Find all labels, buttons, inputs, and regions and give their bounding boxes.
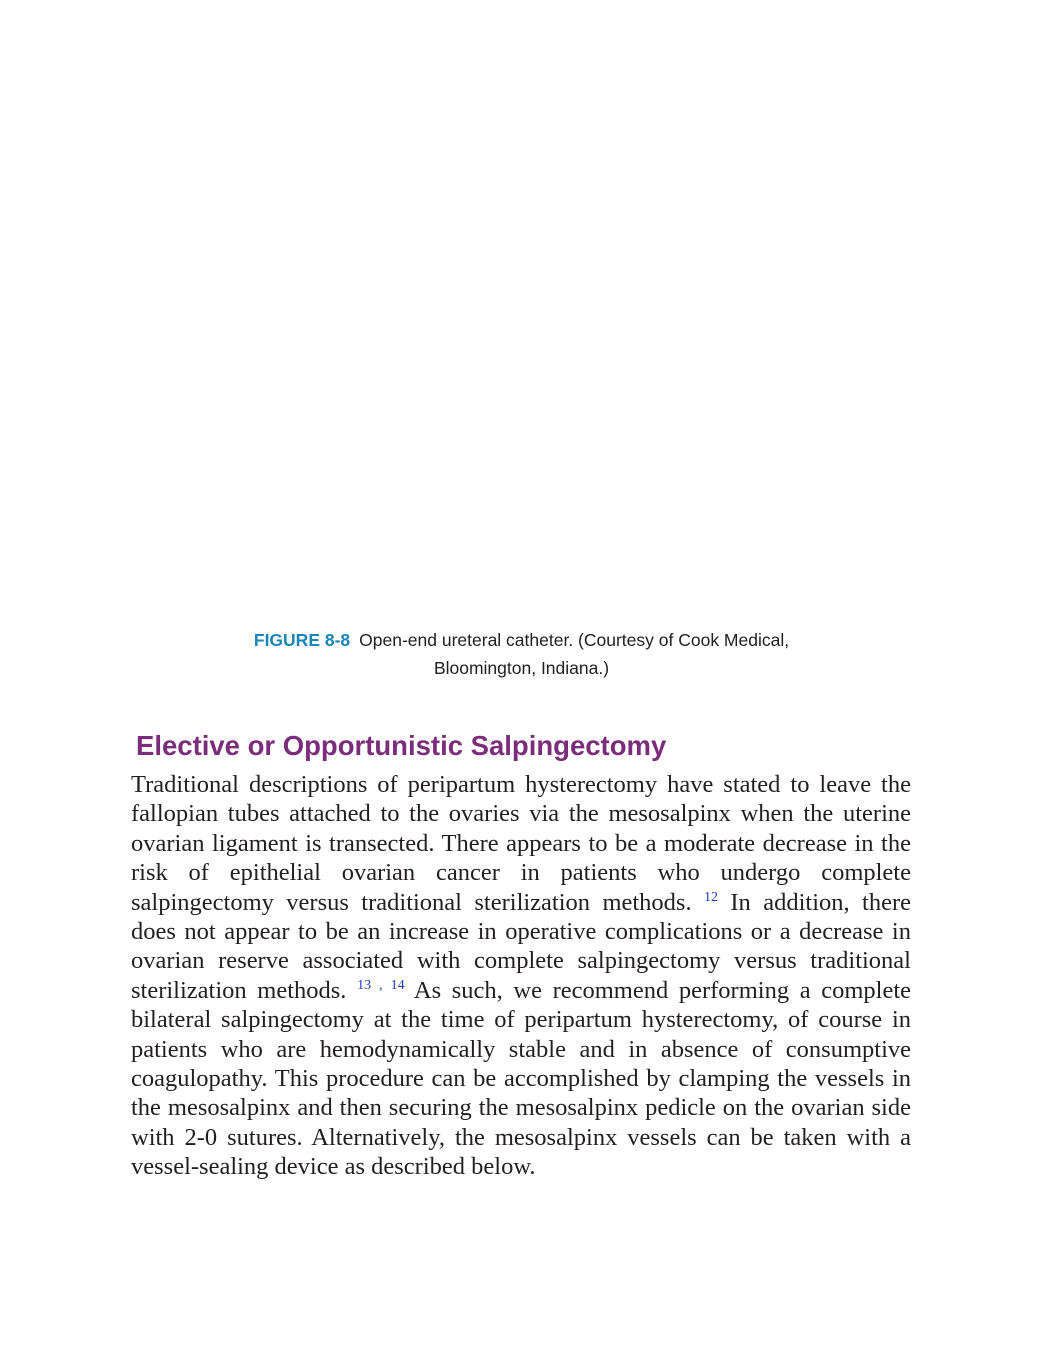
- section-heading: Elective or Opportunistic Salpingectomy: [136, 730, 667, 761]
- reference-separator: ,: [371, 977, 391, 993]
- figure-image-area: [131, 40, 911, 610]
- reference-link-12[interactable]: 12: [704, 889, 718, 905]
- paragraph-text-part2: In addition, there does not appear to be…: [131, 888, 911, 1004]
- reference-link-13[interactable]: 13: [357, 977, 372, 993]
- paragraph-text-part3: As such, we recommend performing a compl…: [131, 976, 912, 1181]
- figure-label: FIGURE 8-8: [253, 630, 351, 650]
- figure-caption: FIGURE 8-8 Open-end ureteral catheter. (C…: [200, 626, 843, 682]
- body-paragraph: Traditional descriptions of peripartum h…: [131, 770, 911, 1182]
- caption-text-line2: Bloomington, Indiana.): [433, 658, 610, 678]
- caption-text-line1: Open-end ureteral catheter. (Courtesy of…: [359, 630, 790, 650]
- paragraph-text-part1: Traditional descriptions of peripartum h…: [131, 771, 911, 916]
- reference-link-14[interactable]: 14: [390, 977, 405, 993]
